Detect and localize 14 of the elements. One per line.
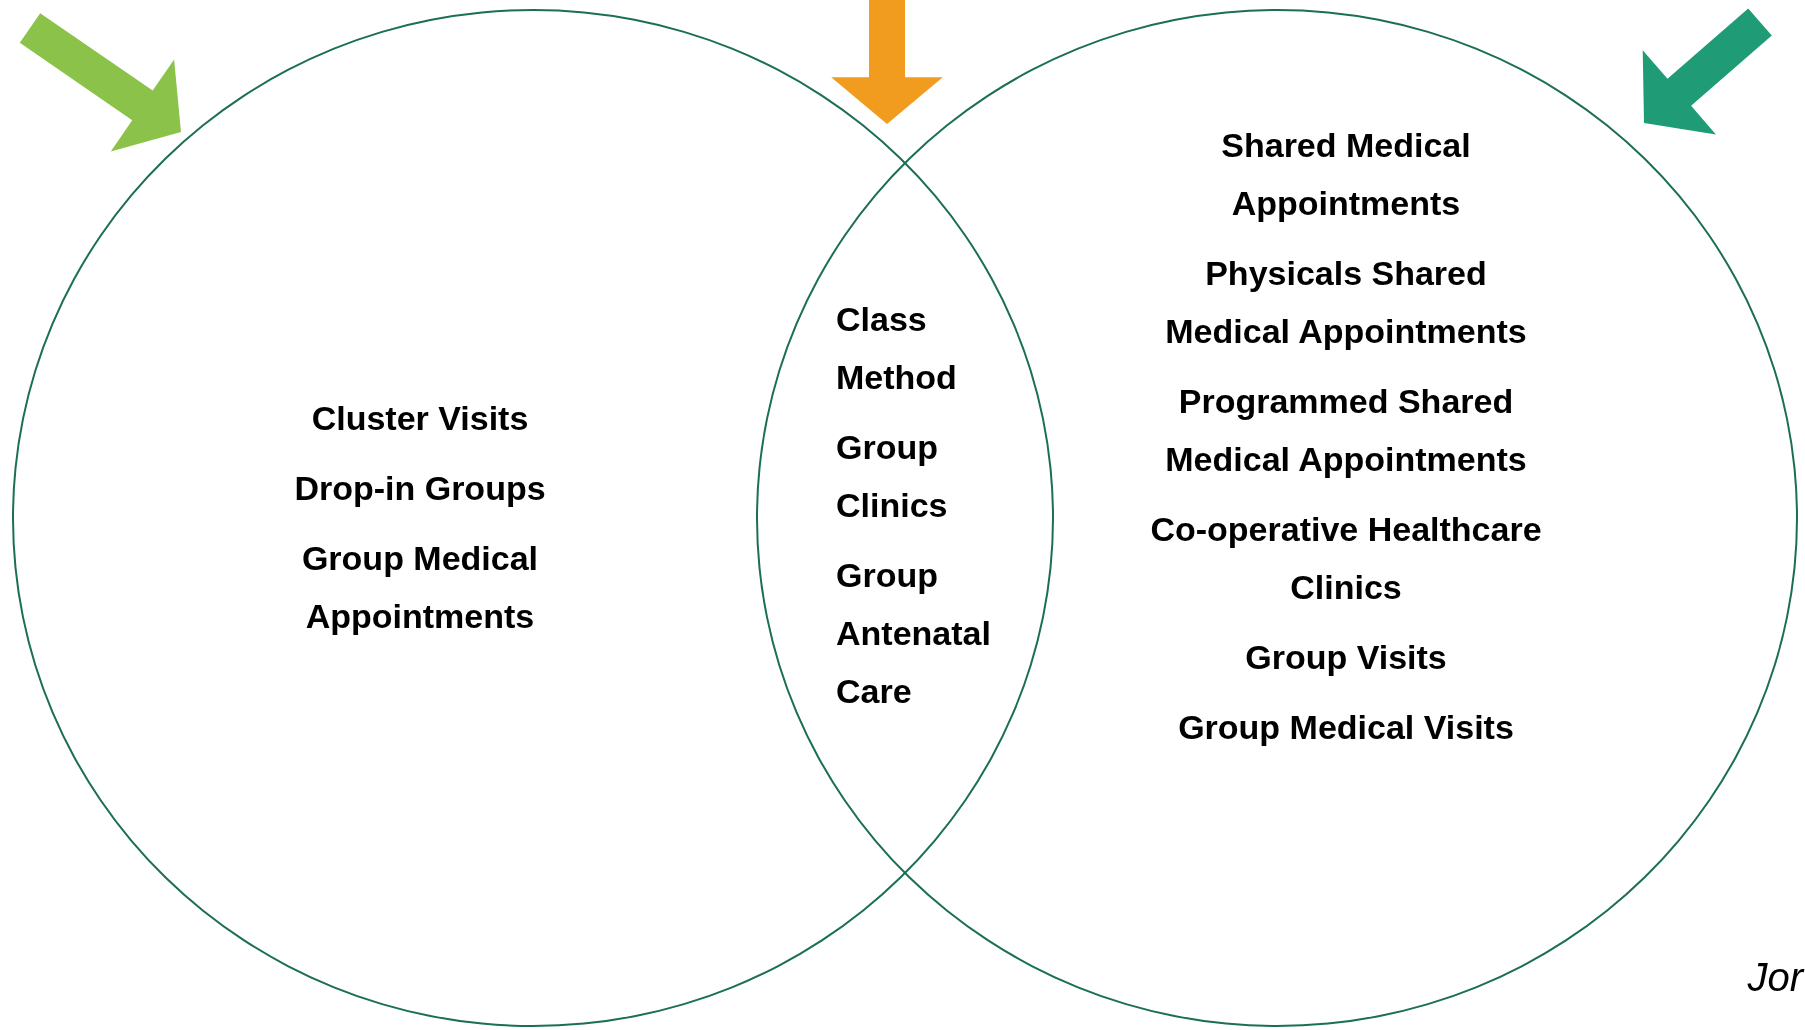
list-item: Drop-in Groups xyxy=(293,468,547,509)
list-item: Class Method xyxy=(836,299,958,398)
list-item: Group Clinics xyxy=(836,427,949,526)
list-item: Group Visits xyxy=(1244,637,1448,678)
list-item: Group Medical Appointments xyxy=(300,538,540,637)
list-item: Shared Medical Appointments xyxy=(1220,125,1472,224)
list-item: Group Medical Visits xyxy=(1177,707,1515,748)
author-note: Jor xyxy=(1747,955,1803,1000)
list-item: Co-operative Healthcare Clinics xyxy=(1149,509,1543,608)
venn-circle xyxy=(12,9,1054,1027)
list-item: Group Antenatal Care xyxy=(836,555,992,712)
list-item: Programmed Shared Medical Appointments xyxy=(1164,381,1528,480)
list-item: Cluster Visits xyxy=(310,398,530,439)
list-item: Physicals Shared Medical Appointments xyxy=(1164,253,1528,352)
